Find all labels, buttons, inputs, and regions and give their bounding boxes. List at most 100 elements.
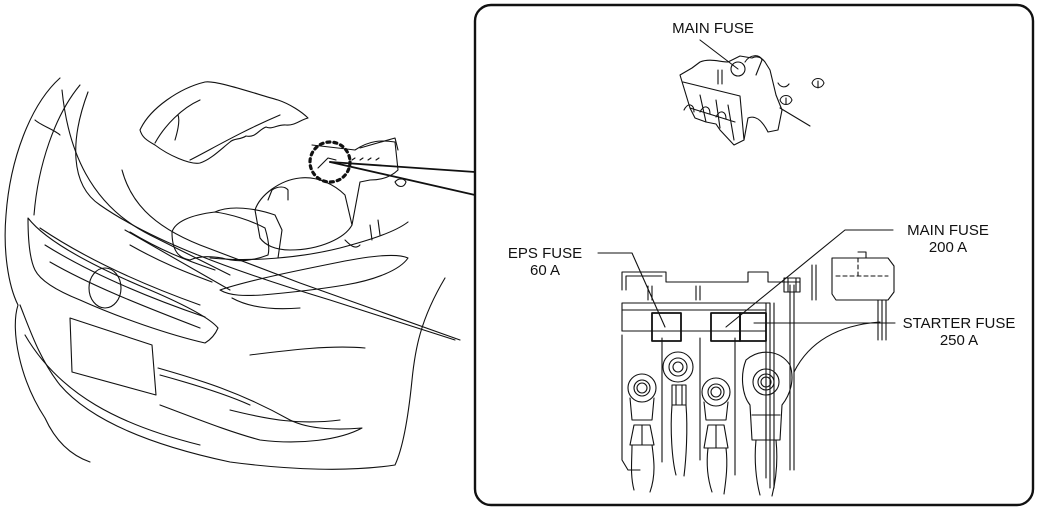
terminal-4-nut-core bbox=[760, 376, 772, 388]
terminal-1-crimp bbox=[629, 424, 655, 446]
terminal-section-outline bbox=[621, 334, 767, 479]
terminal-2-cable bbox=[670, 404, 688, 477]
terminal-1 bbox=[627, 373, 657, 493]
fuse-location-tab bbox=[317, 157, 337, 169]
terminal-3 bbox=[701, 377, 731, 495]
bracket-holes bbox=[351, 157, 380, 161]
main-fuse-name: MAIN FUSE bbox=[907, 222, 989, 239]
main-fuse-top-label-text: MAIN FUSE bbox=[672, 20, 754, 37]
terminal-2 bbox=[662, 351, 694, 477]
grille-bar-5 bbox=[129, 244, 213, 283]
eps-fuse-window bbox=[651, 312, 682, 342]
eps-fuse-leader bbox=[597, 252, 666, 328]
starter-fuse-callout: STARTER FUSE 250 A bbox=[894, 315, 1024, 349]
connector-clip-1 bbox=[779, 94, 793, 106]
terminal-2-nut bbox=[662, 351, 694, 383]
fuse-block-housing bbox=[621, 302, 767, 332]
bumper-lower-edge bbox=[24, 334, 201, 446]
grille-outline bbox=[27, 217, 219, 344]
inset-frame bbox=[473, 3, 1035, 507]
main-fuse-pin bbox=[717, 69, 723, 85]
main-fuse-block-top-view bbox=[679, 39, 825, 146]
hood-front-edge bbox=[121, 169, 461, 341]
terminal-3-nut-inner bbox=[707, 383, 725, 401]
zoom-leader-line-top bbox=[329, 161, 476, 173]
vehicle-front-illustration bbox=[4, 77, 461, 470]
grille-bar-4 bbox=[129, 231, 216, 271]
fuse-block-top-rail bbox=[621, 271, 801, 291]
terminal-4-nut bbox=[752, 368, 780, 396]
engine-cover bbox=[139, 81, 309, 164]
fuse-block-detail bbox=[597, 229, 896, 497]
air-cleaner-box bbox=[254, 177, 353, 251]
terminal-1-nut-core bbox=[636, 382, 648, 394]
air-cleaner-cap bbox=[267, 186, 289, 201]
terminal-3-nut bbox=[701, 377, 731, 407]
terminal-4-ring bbox=[741, 351, 793, 441]
eps-fuse-rating: 60 A bbox=[529, 262, 561, 279]
fog-lamp-recess bbox=[157, 367, 363, 443]
battery-bracket bbox=[311, 140, 399, 226]
air-duct-hose bbox=[214, 207, 283, 259]
eps-fuse-name: EPS FUSE bbox=[507, 245, 583, 262]
relay-box-hidden bbox=[835, 257, 889, 277]
grille-bar-2 bbox=[44, 244, 206, 318]
main-fuse-200a-leader bbox=[725, 229, 894, 328]
top-bolt-2 bbox=[695, 285, 701, 301]
engine-bay-edge bbox=[209, 221, 409, 261]
main-fuse-callout: MAIN FUSE 200 A bbox=[893, 222, 1003, 256]
headlamp-lower bbox=[231, 297, 301, 310]
main-fuse-stud bbox=[730, 61, 746, 77]
terminal-4 bbox=[741, 351, 793, 497]
relay-pins bbox=[877, 299, 887, 341]
connector-clip-3 bbox=[777, 82, 790, 88]
terminal-3-cable bbox=[706, 447, 728, 495]
license-plate bbox=[69, 317, 157, 396]
side-components bbox=[344, 219, 381, 248]
body-curve-inner bbox=[33, 84, 81, 216]
grille-bar-1 bbox=[39, 227, 201, 306]
connector-clip-2 bbox=[811, 77, 825, 89]
headlamp bbox=[219, 254, 409, 297]
lower-grille-lines bbox=[159, 346, 366, 423]
terminal-2-nut-inner bbox=[668, 357, 688, 377]
terminal-1-cable bbox=[630, 444, 655, 493]
hood-mid-line bbox=[124, 229, 231, 291]
main-fuse-rating: 200 A bbox=[928, 239, 968, 256]
engine-cover-detail bbox=[154, 99, 281, 161]
hood-crease bbox=[75, 91, 456, 341]
terminal-3-crimp bbox=[703, 424, 729, 449]
fuse-location-marker bbox=[308, 140, 352, 184]
vertical-pipe bbox=[811, 264, 817, 301]
main-fuse-leader-top bbox=[699, 39, 739, 70]
terminal-1-lug bbox=[629, 397, 655, 421]
terminal-3-nut-core bbox=[710, 386, 722, 398]
fuse-block-top-rail-inner bbox=[625, 275, 663, 291]
strut-bolt bbox=[394, 178, 407, 188]
eps-fuse-callout: EPS FUSE 60 A bbox=[492, 245, 598, 279]
terminal-1-nut bbox=[627, 373, 657, 403]
main-fuse-body-face bbox=[682, 81, 745, 141]
clip-left bbox=[783, 277, 801, 293]
terminal-4-crimp bbox=[751, 414, 781, 441]
relay-tab bbox=[857, 251, 867, 259]
hood-line-2 bbox=[34, 119, 61, 136]
starter-fuse-name: STARTER FUSE bbox=[902, 315, 1016, 332]
terminal-2-nut-core bbox=[672, 361, 684, 373]
zoom-leader-line-bottom bbox=[329, 161, 476, 196]
terminal-4-cable bbox=[754, 439, 778, 497]
battery-bracket-top bbox=[359, 137, 399, 151]
terminal-2-crimp bbox=[671, 384, 687, 406]
terminal-1-nut-inner bbox=[633, 379, 651, 397]
side-post bbox=[789, 284, 795, 471]
right-bracket bbox=[765, 302, 775, 489]
grille-bar-3 bbox=[49, 261, 201, 329]
starter-fuse-window bbox=[739, 312, 767, 342]
brand-emblem bbox=[88, 267, 122, 309]
main-fuse-terminal bbox=[744, 55, 763, 76]
relay-box bbox=[831, 257, 895, 301]
starter-fuse-rating: 250 A bbox=[939, 332, 979, 349]
terminal-3-lug bbox=[703, 401, 729, 421]
side-arc bbox=[793, 321, 881, 373]
